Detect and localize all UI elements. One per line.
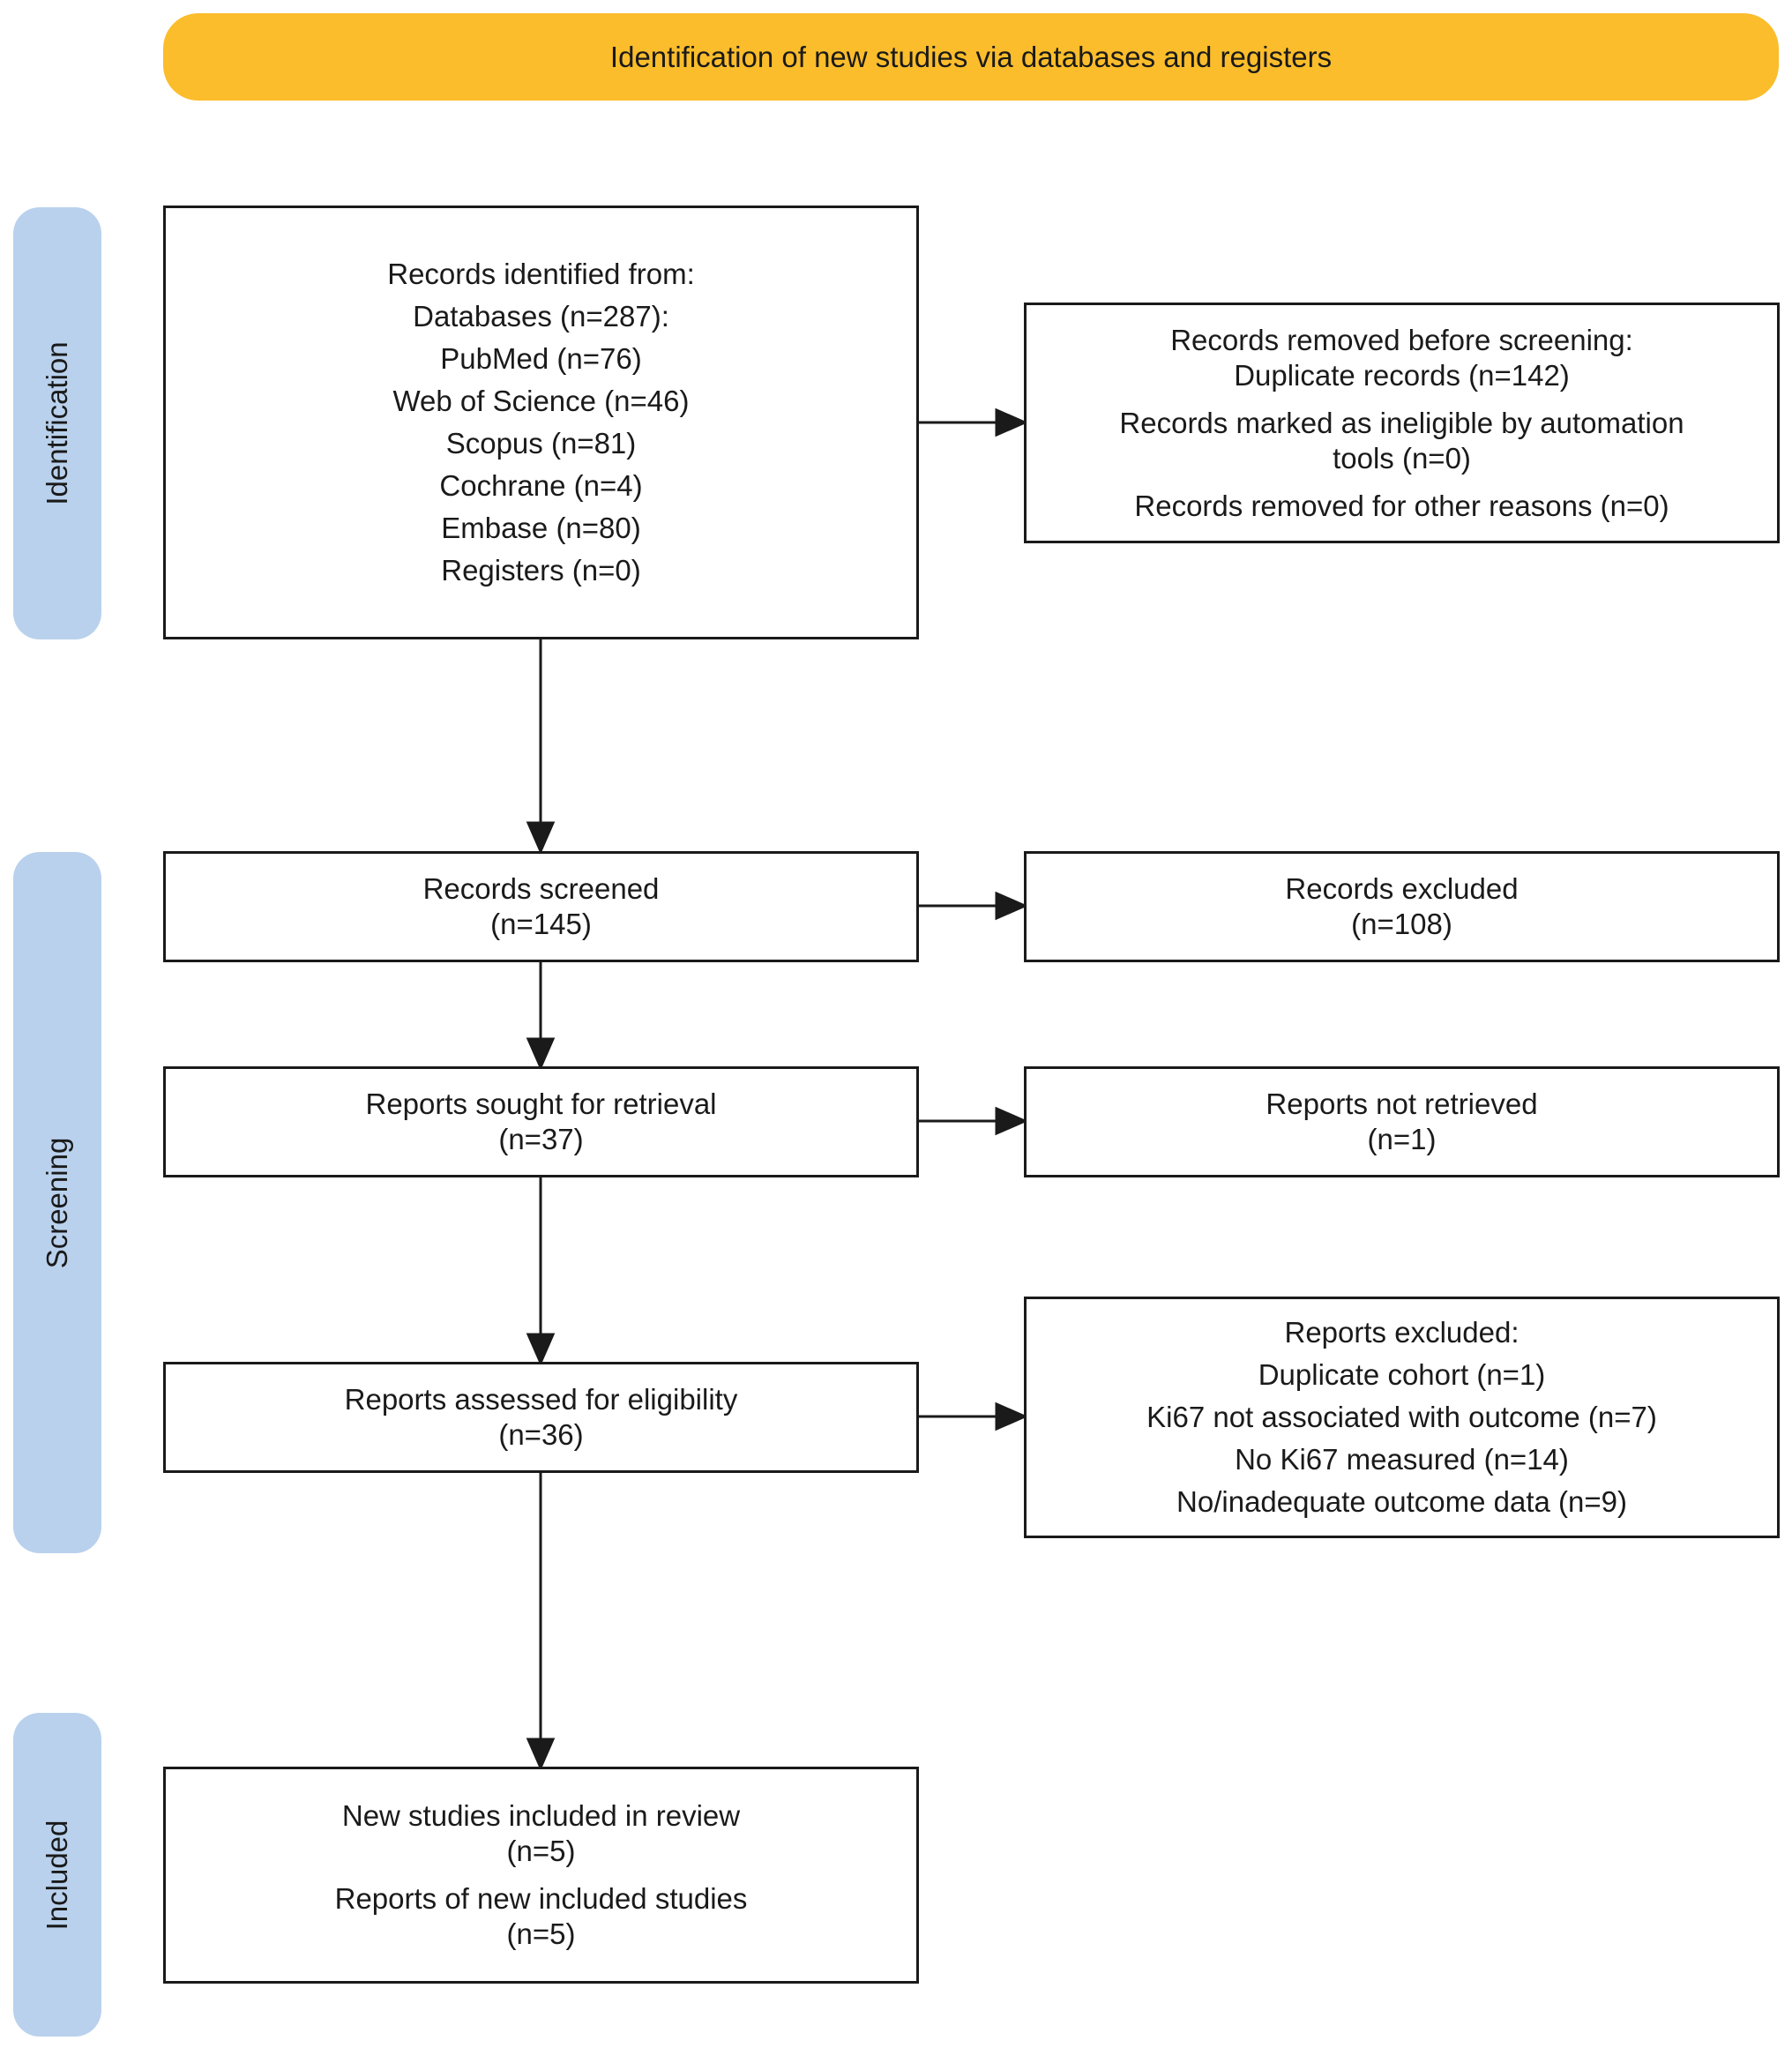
- reports-sought-box: Reports sought for retrieval (n=37): [163, 1066, 919, 1177]
- reports-excluded-heading: Reports excluded:: [1284, 1316, 1519, 1349]
- assessed-label: Reports assessed for eligibility: [344, 1383, 738, 1416]
- identified-heading: Records identified from:: [387, 258, 695, 290]
- included-reports-label: Reports of new included studies: [334, 1882, 748, 1915]
- included-studies-count: (n=5): [506, 1835, 576, 1867]
- identified-web-of-science: Web of Science (n=46): [392, 385, 690, 417]
- records-excluded-box: Records excluded (n=108): [1024, 851, 1780, 962]
- included-studies-label: New studies included in review: [341, 1799, 741, 1832]
- records-screened-box: Records screened (n=145): [163, 851, 919, 962]
- stage-screening-label: Screening: [41, 1137, 73, 1268]
- sought-count: (n=37): [498, 1123, 584, 1155]
- reports-excluded-not-measured: No Ki67 measured (n=14): [1235, 1443, 1569, 1476]
- excluded-count: (n=108): [1351, 908, 1452, 940]
- records-identified-box: Records identified from: Databases (n=28…: [163, 206, 919, 639]
- screened-count: (n=145): [490, 908, 592, 940]
- studies-included-box: New studies included in review (n=5) Rep…: [163, 1767, 919, 1984]
- records-removed-box: Records removed before screening: Duplic…: [1024, 303, 1780, 543]
- reports-excluded-duplicate-cohort: Duplicate cohort (n=1): [1258, 1358, 1546, 1391]
- not-retrieved-label: Reports not retrieved: [1266, 1088, 1538, 1120]
- stage-included-label: Included: [41, 1820, 73, 1930]
- removed-automation-line1: Records marked as ineligible by automati…: [1119, 406, 1684, 439]
- reports-assessed-box: Reports assessed for eligibility (n=36): [163, 1362, 919, 1473]
- stage-identification-label: Identification: [41, 341, 73, 505]
- screened-label: Records screened: [422, 872, 660, 905]
- assessed-count: (n=36): [498, 1418, 584, 1451]
- reports-excluded-box: Reports excluded: Duplicate cohort (n=1)…: [1024, 1297, 1780, 1538]
- removed-other: Records removed for other reasons (n=0): [1134, 489, 1669, 522]
- not-retrieved-count: (n=1): [1367, 1123, 1437, 1155]
- reports-not-retrieved-box: Reports not retrieved (n=1): [1024, 1066, 1780, 1177]
- identified-databases: Databases (n=287):: [413, 300, 669, 333]
- identified-registers: Registers (n=0): [441, 554, 641, 587]
- removed-heading: Records removed before screening:: [1170, 323, 1633, 356]
- identified-pubmed: PubMed (n=76): [440, 342, 642, 375]
- identified-embase: Embase (n=80): [441, 512, 641, 544]
- stage-included: Included: [13, 1713, 101, 2037]
- identified-cochrane: Cochrane (n=4): [439, 469, 643, 502]
- stage-identification: Identification: [13, 207, 101, 639]
- header-title: Identification of new studies via databa…: [609, 40, 1333, 73]
- included-reports-count: (n=5): [506, 1917, 576, 1950]
- excluded-label: Records excluded: [1285, 872, 1519, 905]
- removed-automation-line2: tools (n=0): [1333, 441, 1471, 475]
- removed-duplicates: Duplicate records (n=142): [1234, 358, 1570, 392]
- reports-excluded-inadequate: No/inadequate outcome data (n=9): [1176, 1485, 1627, 1518]
- sought-label: Reports sought for retrieval: [365, 1088, 717, 1120]
- reports-excluded-not-associated: Ki67 not associated with outcome (n=7): [1146, 1401, 1657, 1433]
- identified-scopus: Scopus (n=81): [445, 427, 637, 460]
- stage-screening: Screening: [13, 852, 101, 1553]
- header-banner: Identification of new studies via databa…: [163, 13, 1779, 101]
